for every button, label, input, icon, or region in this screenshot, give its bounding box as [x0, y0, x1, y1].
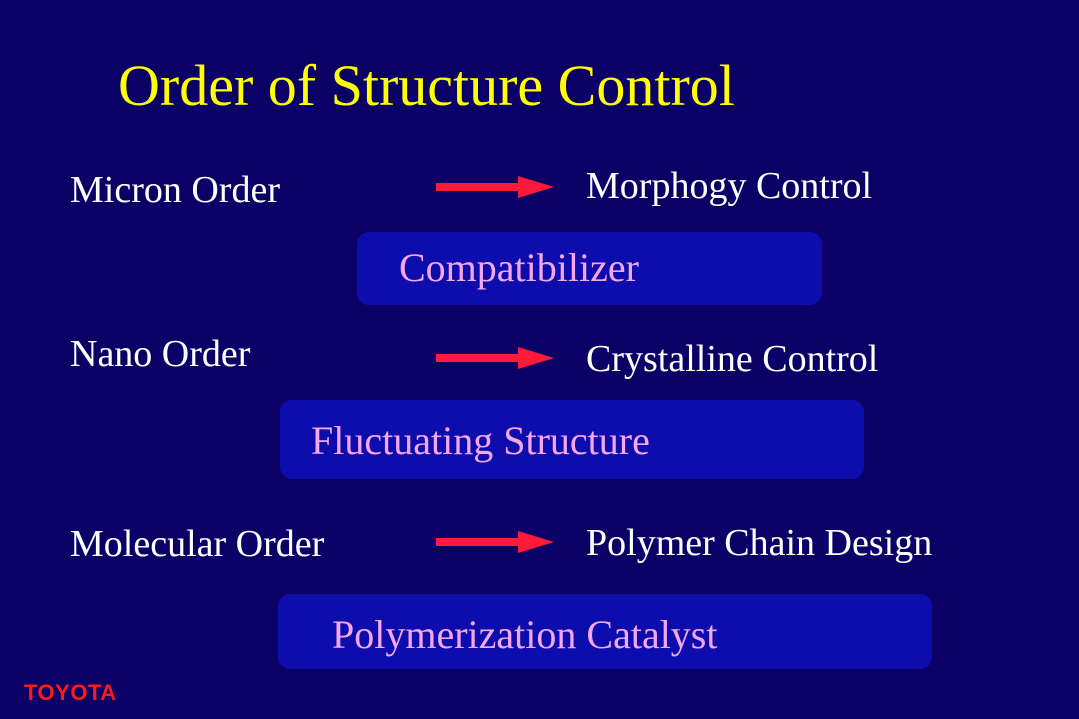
method-box-compatibilizer: Compatibilizer	[357, 232, 822, 305]
order-label-molecular: Molecular Order	[70, 523, 325, 565]
right-arrow-icon	[436, 347, 554, 369]
right-arrow-icon	[436, 176, 554, 198]
method-label-compatibilizer: Compatibilizer	[399, 245, 639, 290]
right-arrow-icon	[436, 531, 554, 553]
method-box-polymerization-catalyst: Polymerization Catalyst	[278, 594, 932, 669]
order-label-nano: Nano Order	[70, 333, 251, 375]
control-label-polymer-chain: Polymer Chain Design	[586, 522, 933, 564]
method-label-fluctuating-structure: Fluctuating Structure	[311, 418, 650, 463]
method-label-polymerization-catalyst: Polymerization Catalyst	[332, 612, 718, 657]
toyota-logo: TOYOTA	[24, 680, 117, 705]
method-box-fluctuating-structure: Fluctuating Structure	[280, 400, 864, 479]
slide-title: Order of Structure Control	[118, 53, 735, 118]
control-label-morphology: Morphogy Control	[586, 165, 873, 207]
order-label-micron: Micron Order	[70, 169, 280, 211]
control-label-crystalline: Crystalline Control	[586, 338, 879, 380]
